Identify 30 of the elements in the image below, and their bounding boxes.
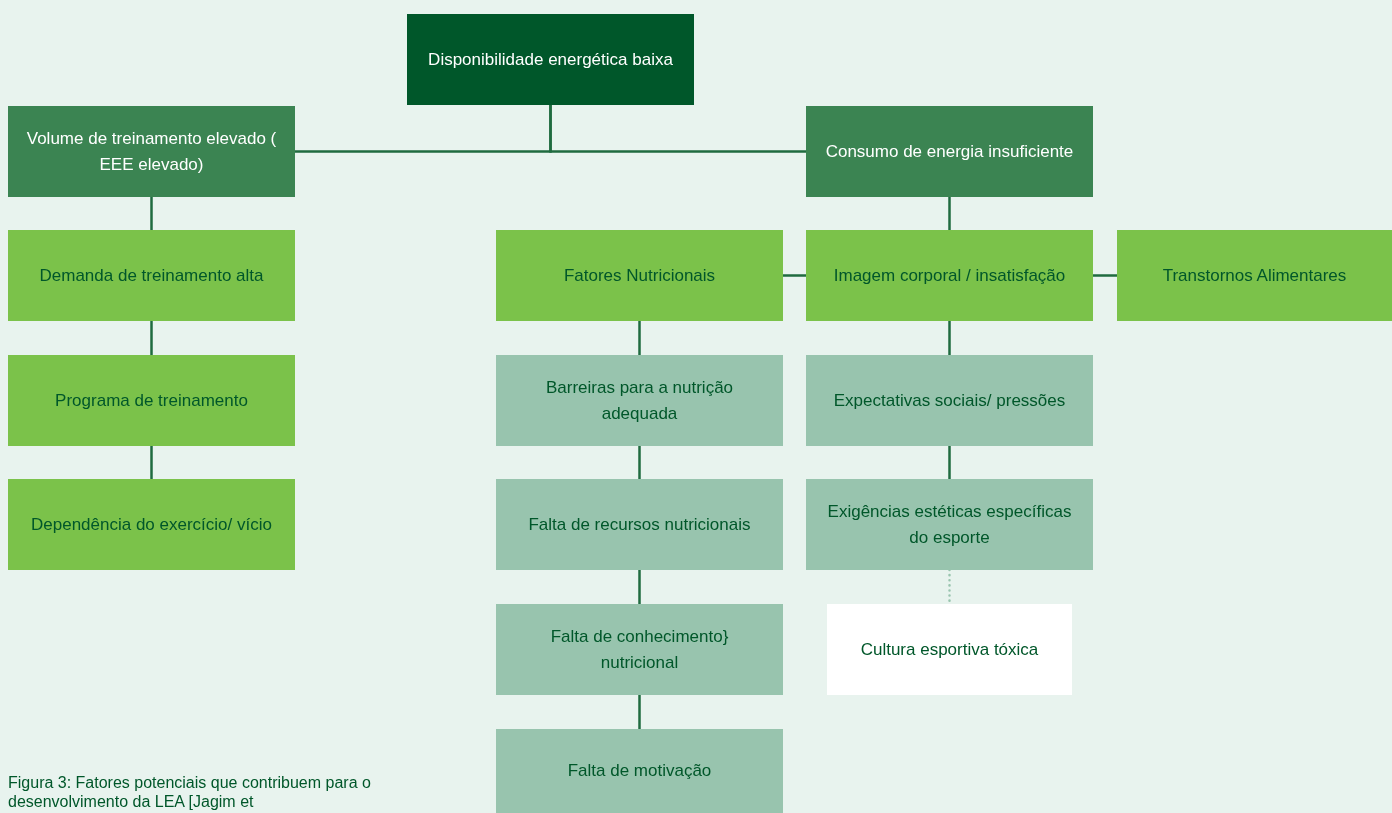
connector-line: [783, 274, 806, 277]
connector-line: [948, 446, 951, 479]
text-box: Falta de recursos nutricionais: [496, 479, 783, 570]
text-box: Cultura esportiva tóxica: [827, 604, 1072, 695]
connector-line: [1093, 274, 1117, 277]
connector-line: [150, 197, 153, 230]
connector-line: [638, 446, 641, 479]
connector-line: [638, 321, 641, 355]
connector-line: [638, 570, 641, 604]
connector-line: [549, 105, 806, 153]
figure-caption: Figura 3: Fatores potenciais que contribuem para o desenvolvimento da LEA [Jagim et: [8, 773, 372, 811]
text-box: Fatores Nutricionais: [496, 230, 783, 321]
text-box: Exigências estéticas específicas do esporte: [806, 479, 1093, 570]
text-box: Falta de motivação: [496, 729, 783, 813]
text-box: Falta de conhecimento} nutricional: [496, 604, 783, 695]
connector-line: [150, 446, 153, 479]
connector-line: [150, 321, 153, 355]
text-box: Disponibilidade energética baixa: [407, 14, 694, 105]
text-box: Imagem corporal / insatisfação: [806, 230, 1093, 321]
connector-line: [948, 197, 951, 230]
text-box: Barreiras para a nutrição adequada: [496, 355, 783, 446]
connector-line: [948, 321, 951, 355]
text-box: Expectativas sociais/ pressões: [806, 355, 1093, 446]
text-box: Volume de treinamento elevado ( EEE elevado): [8, 106, 295, 197]
text-box: Consumo de energia insuficiente: [806, 106, 1093, 197]
connector-line: [638, 695, 641, 729]
text-box: Transtornos Alimentares: [1117, 230, 1392, 321]
text-box: Dependência do exercício/ vício: [8, 479, 295, 570]
text-box: Demanda de treinamento alta: [8, 230, 295, 321]
text-box: Programa de treinamento: [8, 355, 295, 446]
